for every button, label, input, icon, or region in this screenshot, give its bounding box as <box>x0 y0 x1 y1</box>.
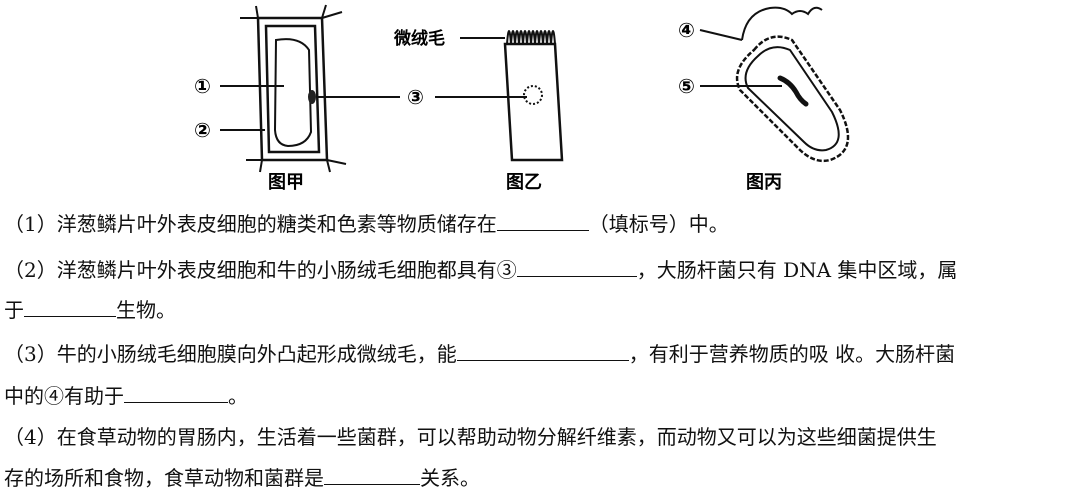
q4-line2-before: 存的场所和食物，食草动物和菌群是 <box>4 466 324 490</box>
microvilli-label: 微绒毛 <box>393 28 445 49</box>
cell-diagram-figure: ① ② ③ ④ ⑤ 微绒毛 图甲 图乙 图丙 <box>194 4 850 193</box>
label-1: ① <box>194 74 211 98</box>
question-1: （1）洋葱鳞片叶外表皮细胞的糖类和色素等物质储存在 （填标号）中。 <box>4 208 729 239</box>
question-3-line-2: 中的④有助于 。 <box>4 380 248 411</box>
label-4: ④ <box>678 18 695 42</box>
question-2-line-2: 于 生物。 <box>4 294 176 325</box>
label-5: ⑤ <box>678 74 695 98</box>
q2-answer-blank-1[interactable] <box>516 254 637 277</box>
q3-text-before: （3）牛的小肠绒毛细胞膜向外凸起形成微绒毛，能 <box>4 342 457 366</box>
q3-line2-before: 中的④有助于 <box>4 384 124 408</box>
plant-cell-diagram <box>240 4 347 173</box>
caption-fig-c: 图丙 <box>746 172 782 193</box>
q4-answer-blank[interactable] <box>324 462 420 485</box>
q1-text-before: （1）洋葱鳞片叶外表皮细胞的糖类和色素等物质储存在 <box>4 212 497 236</box>
q4-text-after: 关系。 <box>420 466 480 490</box>
label-3: ③ <box>407 85 424 109</box>
question-3-line-1: （3）牛的小肠绒毛细胞膜向外凸起形成微绒毛，能 ，有利于营养物质的吸 收。大肠杆菌 <box>4 338 955 369</box>
q2-text-middle: ，大肠杆菌只有 DNA 集中区域，属 <box>636 258 958 282</box>
villus-cell-diagram <box>503 30 564 162</box>
label-2: ② <box>194 118 211 142</box>
question-2-line-1: （2）洋葱鳞片叶外表皮细胞和牛的小肠绒毛细胞都具有③ ，大肠杆菌只有 DNA 集中… <box>4 254 957 285</box>
plant-nucleus <box>308 90 316 104</box>
q2-answer-blank-2[interactable] <box>24 294 116 317</box>
bacterium-diagram <box>735 6 850 163</box>
question-4-line-1: （4）在食草动物的胃肠内，生活着一些菌群，可以帮助动物分解纤维素，而动物又可以为… <box>4 422 937 452</box>
q3-answer-blank-2[interactable] <box>124 380 228 403</box>
caption-fig-b: 图乙 <box>506 172 542 193</box>
q4-line1: （4）在食草动物的胃肠内，生活着一些菌群，可以帮助动物分解纤维素，而动物又可以为… <box>4 425 937 449</box>
villus-nucleus <box>523 85 543 105</box>
q3-answer-blank-1[interactable] <box>456 338 629 361</box>
q3-text-after: 。 <box>228 384 248 408</box>
q1-text-after: （填标号）中。 <box>588 212 729 236</box>
q2-text-after: 生物。 <box>116 298 176 322</box>
caption-fig-a: 图甲 <box>268 172 304 193</box>
q2-line2-before: 于 <box>4 298 24 322</box>
q2-text-before: （2）洋葱鳞片叶外表皮细胞和牛的小肠绒毛细胞都具有③ <box>4 258 517 282</box>
q1-answer-blank[interactable] <box>496 208 589 231</box>
q3-text-middle: ，有利于营养物质的吸 收。大肠杆菌 <box>628 342 956 366</box>
question-4-line-2: 存的场所和食物，食草动物和菌群是 关系。 <box>4 462 480 493</box>
